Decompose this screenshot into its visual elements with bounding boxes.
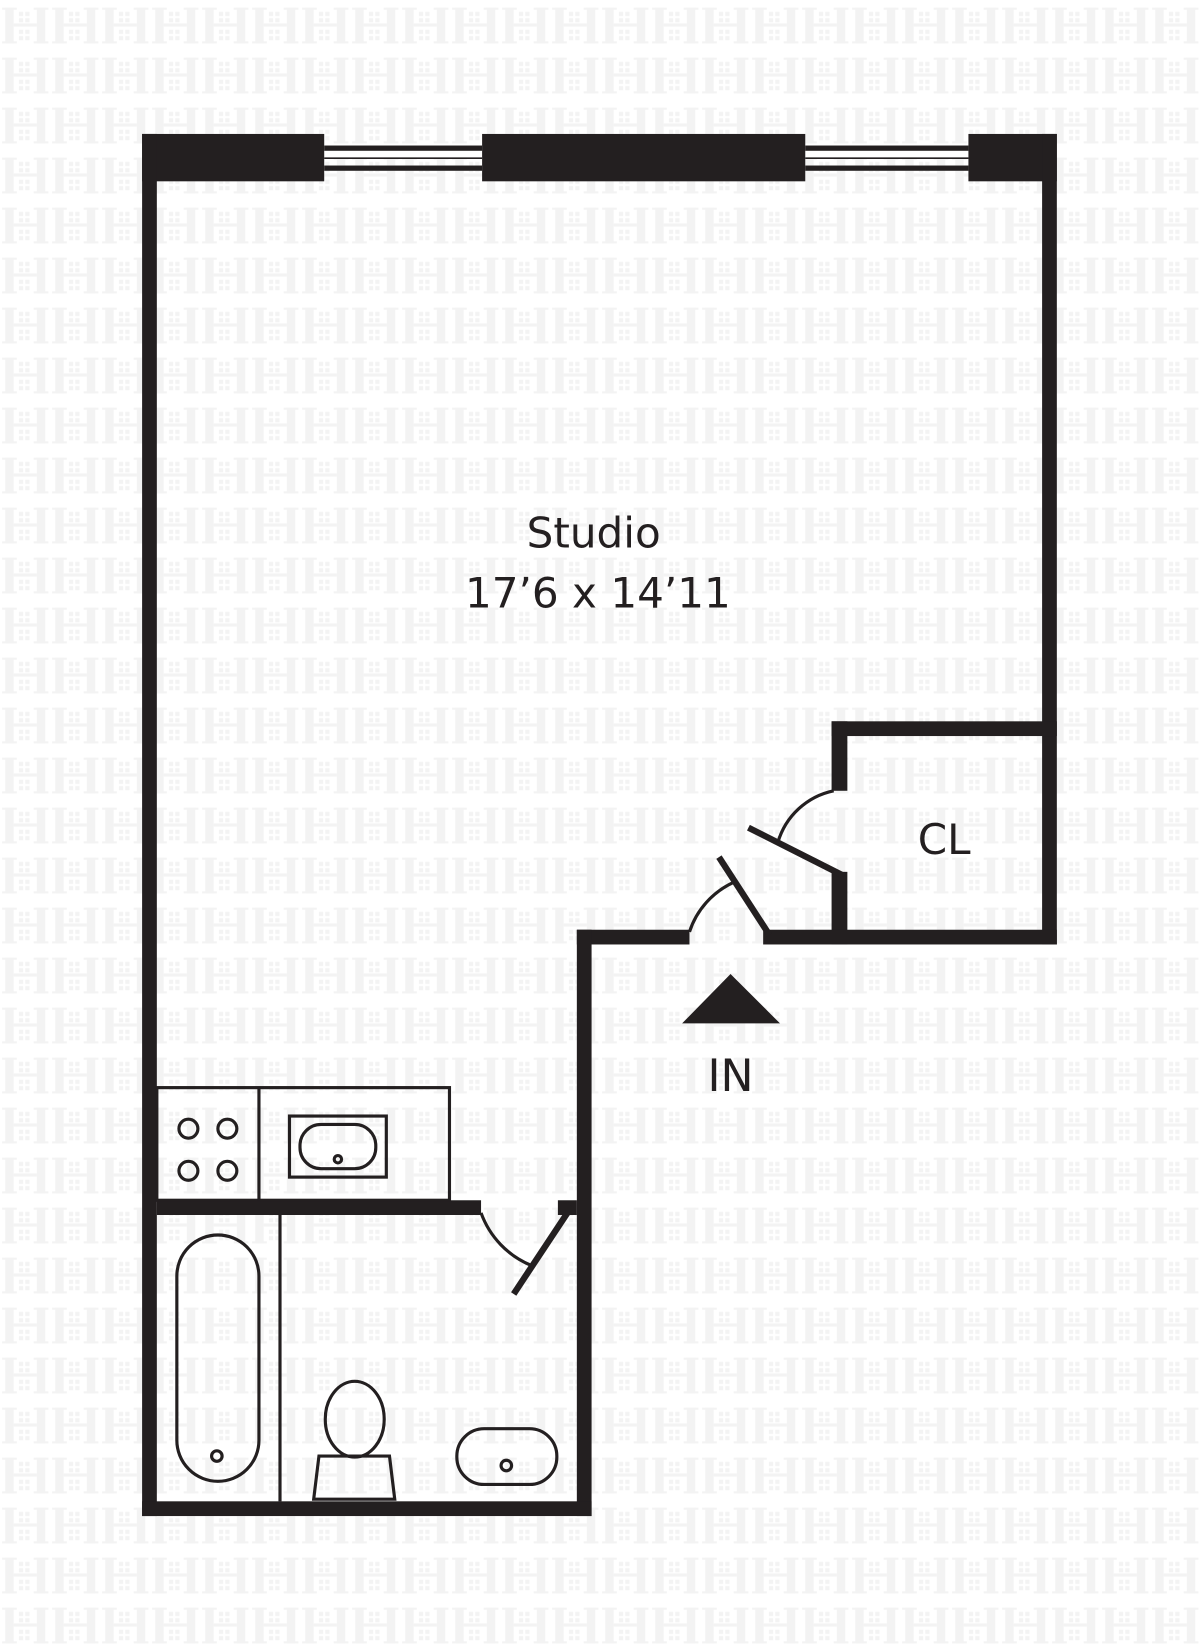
entry-door bbox=[687, 855, 773, 937]
studio-dimensions: 17’6 x 14’11 bbox=[465, 569, 731, 618]
walls bbox=[142, 133, 1057, 1517]
bathtub bbox=[175, 1233, 261, 1483]
toilet bbox=[311, 1379, 397, 1501]
closet-door bbox=[746, 789, 846, 879]
entry-arrow-icon bbox=[682, 973, 780, 1024]
entry-label: IN bbox=[707, 1051, 753, 1102]
closet-label: CL bbox=[918, 815, 971, 864]
bathroom bbox=[175, 1215, 559, 1502]
bathroom-sink bbox=[455, 1427, 559, 1487]
studio-label: Studio bbox=[527, 509, 661, 558]
kitchen bbox=[155, 1086, 452, 1202]
doors bbox=[479, 789, 846, 1296]
bathroom-door bbox=[479, 1204, 575, 1296]
stove-burners bbox=[177, 1117, 239, 1182]
kitchen-sink bbox=[287, 1114, 388, 1179]
windows bbox=[324, 145, 969, 171]
